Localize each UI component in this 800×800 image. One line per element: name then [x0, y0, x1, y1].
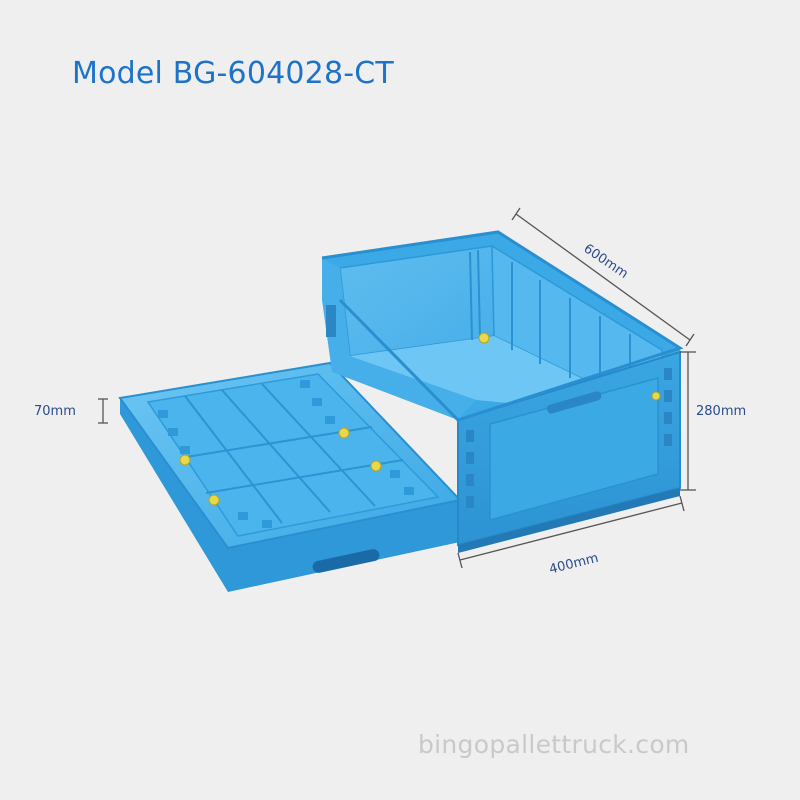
width-label: 400mm	[548, 551, 600, 578]
watermark: bingopallettruck.com	[418, 730, 690, 759]
height-label: 280mm	[696, 404, 746, 419]
folded-height-label: 70mm	[34, 404, 76, 419]
folded-crate	[118, 361, 462, 592]
dimension-lines	[98, 207, 696, 569]
page-title: Model BG-604028-CT	[72, 56, 394, 91]
length-label: 600mm	[581, 241, 631, 281]
open-crate	[321, 230, 684, 553]
